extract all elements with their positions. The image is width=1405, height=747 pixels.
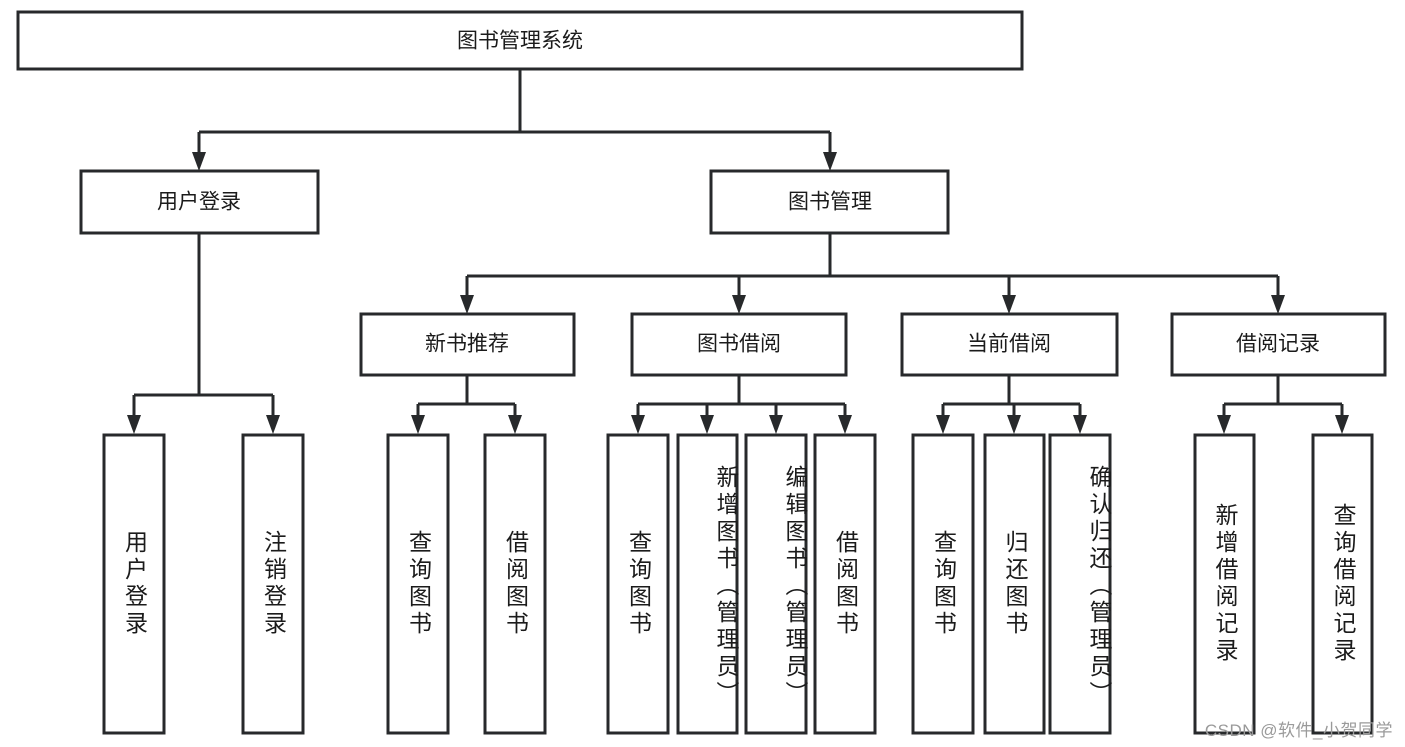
node-borrow-record-label: 借阅记录	[1236, 333, 1320, 356]
leaf-box-logout[interactable]	[241, 433, 305, 735]
leaf-box-confirm-return-admin[interactable]	[1048, 433, 1112, 735]
leaf-box-query-borrow-record[interactable]	[1311, 433, 1374, 735]
node-current-borrow[interactable]: 当前借阅	[900, 312, 1119, 377]
node-book-manage[interactable]: 图书管理	[709, 169, 950, 235]
leaf-box-edit-book-admin[interactable]	[744, 433, 808, 735]
connector-userlogin-to-leaves	[127, 233, 280, 434]
node-book-borrow-label: 图书借阅	[697, 333, 781, 356]
connector-borrowrecord-to-leaves	[1217, 375, 1349, 434]
leaf-box-borrow-book-rec[interactable]	[483, 433, 547, 735]
node-new-book-rec-label: 新书推荐	[425, 333, 509, 356]
connector-bookborrow-to-leaves	[631, 375, 852, 434]
node-root-system[interactable]: 图书管理系统	[16, 10, 1024, 71]
leaf-box-add-borrow-record[interactable]	[1193, 433, 1256, 735]
leaf-box-query-book-borrow[interactable]	[606, 433, 670, 735]
leaf-box-user-login[interactable]	[102, 433, 166, 735]
connector-currentborrow-to-leaves	[936, 375, 1087, 434]
node-user-login[interactable]: 用户登录	[79, 169, 320, 235]
node-book-borrow[interactable]: 图书借阅	[630, 312, 848, 377]
connector-newbookrec-to-leaves	[411, 375, 522, 434]
connector-bookmanage-to-level3	[460, 233, 1285, 314]
node-book-manage-label: 图书管理	[788, 191, 872, 214]
connector-root-to-level2	[192, 69, 837, 171]
leaf-box-return-book[interactable]	[983, 433, 1046, 735]
leaf-box-query-book-rec[interactable]	[386, 433, 450, 735]
csdn-watermark: CSDN @软件_小贺同学	[1204, 721, 1393, 740]
node-borrow-record[interactable]: 借阅记录	[1170, 312, 1387, 377]
node-new-book-rec[interactable]: 新书推荐	[359, 312, 576, 377]
leaf-box-borrow-book[interactable]	[813, 433, 877, 735]
leaf-box-add-book-admin[interactable]	[676, 433, 739, 735]
leaf-box-query-book-current[interactable]	[911, 433, 975, 735]
node-root-label: 图书管理系统	[457, 30, 583, 53]
node-current-borrow-label: 当前借阅	[967, 333, 1051, 356]
node-user-login-label: 用户登录	[157, 191, 241, 214]
